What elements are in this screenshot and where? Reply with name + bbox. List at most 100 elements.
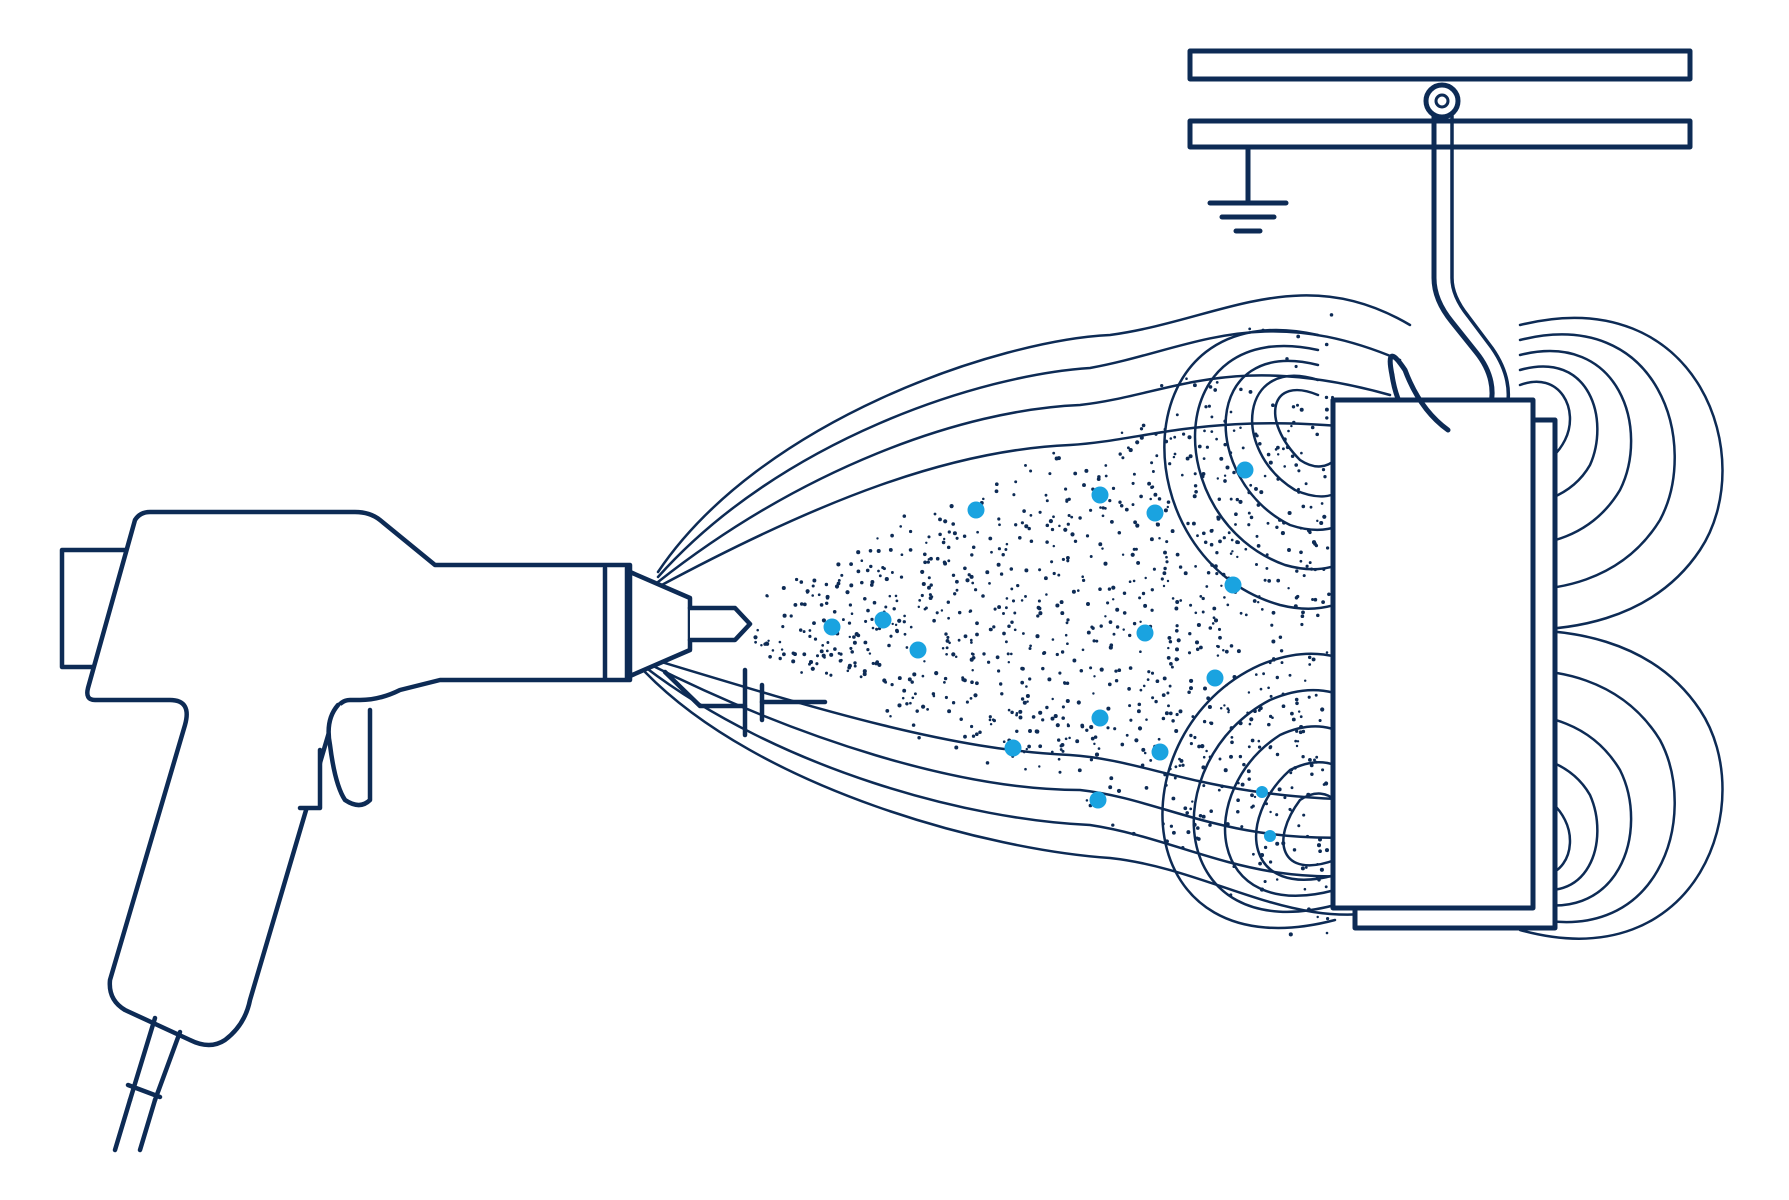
spray-dot bbox=[1120, 431, 1124, 435]
spray-dot bbox=[1201, 610, 1205, 614]
spray-dot bbox=[1018, 715, 1023, 720]
spray-dot bbox=[921, 704, 926, 709]
spray-dot bbox=[1282, 437, 1287, 442]
spray-dot bbox=[1315, 432, 1319, 437]
spray-dot bbox=[1107, 587, 1112, 591]
spray-dot bbox=[826, 641, 830, 644]
spray-dot bbox=[1275, 675, 1279, 680]
spray-dot bbox=[1120, 742, 1125, 747]
spray-dot bbox=[1221, 572, 1226, 577]
spray-dot bbox=[1132, 547, 1136, 551]
spray-dot bbox=[1248, 722, 1252, 726]
spray-dot bbox=[913, 692, 917, 696]
spray-dot bbox=[1166, 505, 1170, 509]
spray-dot bbox=[1027, 744, 1031, 749]
spray-dot bbox=[1027, 526, 1031, 531]
spray-dot bbox=[1099, 506, 1102, 509]
spray-dot bbox=[1297, 469, 1301, 473]
spray-dot bbox=[1139, 650, 1142, 654]
spray-dot bbox=[1081, 575, 1084, 578]
spray-dot bbox=[1189, 603, 1193, 607]
spray-dot bbox=[908, 529, 913, 534]
spray-dot bbox=[1157, 497, 1162, 501]
spray-dot bbox=[1174, 606, 1179, 611]
spray-dot bbox=[877, 662, 882, 667]
spray-dot bbox=[812, 621, 816, 626]
spray-dot bbox=[870, 580, 875, 584]
spray-dot bbox=[1068, 736, 1071, 740]
spray-dot bbox=[1291, 717, 1296, 722]
spray-dot bbox=[768, 654, 772, 659]
spray-dot bbox=[1309, 567, 1314, 571]
spray-dot bbox=[1022, 750, 1026, 754]
spray-dot bbox=[1150, 608, 1154, 612]
spray-dot bbox=[840, 573, 844, 577]
charged-particle bbox=[1256, 786, 1268, 798]
spray-dot bbox=[1297, 710, 1301, 713]
spray-dot bbox=[1230, 538, 1234, 542]
spray-dot bbox=[969, 638, 973, 642]
spray-dot bbox=[1227, 710, 1230, 714]
spray-dot bbox=[1022, 700, 1027, 705]
spray-dot bbox=[1322, 567, 1326, 571]
spray-dot bbox=[1290, 454, 1295, 459]
spray-dot bbox=[1149, 758, 1153, 762]
spray-dot bbox=[756, 628, 759, 632]
spray-dot bbox=[1029, 469, 1033, 473]
spray-dot bbox=[989, 722, 993, 726]
spray-dot bbox=[860, 559, 864, 563]
spray-dot bbox=[1037, 599, 1041, 603]
spray-dot bbox=[882, 567, 886, 571]
spray-dot bbox=[955, 579, 959, 584]
spray-dot bbox=[889, 634, 893, 638]
spray-dot bbox=[791, 659, 796, 664]
spray-dot bbox=[1095, 639, 1099, 643]
spray-dot bbox=[833, 647, 837, 651]
spray-dot bbox=[1143, 603, 1148, 608]
spray-dot bbox=[1293, 604, 1298, 609]
spray-dot bbox=[1138, 596, 1142, 600]
spray-dot bbox=[901, 696, 905, 700]
spray-dot bbox=[1058, 671, 1062, 675]
spray-dot bbox=[1155, 522, 1159, 526]
spray-dot bbox=[811, 584, 815, 588]
spray-dot bbox=[1260, 608, 1264, 611]
spray-dot bbox=[1058, 524, 1061, 528]
spray-dot bbox=[990, 550, 993, 554]
spray-dot bbox=[793, 602, 798, 607]
spray-dot bbox=[1004, 640, 1008, 644]
spray-dot bbox=[1089, 725, 1094, 730]
spray-dot bbox=[1207, 704, 1212, 710]
spray-dot bbox=[1283, 796, 1287, 800]
spray-dot bbox=[1157, 737, 1161, 741]
spray-dot bbox=[1205, 749, 1208, 753]
spray-dot bbox=[825, 594, 830, 599]
spray-dot bbox=[948, 641, 951, 645]
spray-dot bbox=[1121, 553, 1125, 556]
spray-dot bbox=[1147, 481, 1152, 486]
spray-dot bbox=[1029, 539, 1034, 544]
spray-dot bbox=[812, 578, 817, 583]
charged-particle bbox=[1146, 504, 1164, 522]
spray-dot bbox=[1311, 597, 1315, 602]
spray-dot bbox=[1160, 577, 1164, 581]
spray-dot bbox=[1215, 437, 1218, 441]
spray-dot bbox=[1042, 650, 1047, 655]
spray-dot bbox=[1216, 515, 1220, 519]
charged-particle bbox=[1236, 461, 1254, 479]
spray-dot bbox=[1288, 807, 1292, 811]
spray-dot bbox=[1168, 684, 1172, 688]
spray-dot bbox=[837, 578, 841, 582]
spray-dot bbox=[847, 665, 852, 670]
spray-dot bbox=[897, 703, 902, 708]
spray-dot bbox=[1108, 620, 1113, 624]
spray-dot bbox=[1198, 780, 1202, 784]
spray-dot bbox=[1278, 635, 1283, 639]
spray-dot bbox=[1209, 528, 1214, 533]
spray-dot bbox=[1201, 471, 1206, 476]
spray-dot bbox=[1218, 757, 1222, 761]
spray-dot bbox=[1085, 728, 1089, 732]
spray-dot bbox=[1275, 813, 1279, 817]
spray-dot bbox=[1035, 634, 1040, 639]
